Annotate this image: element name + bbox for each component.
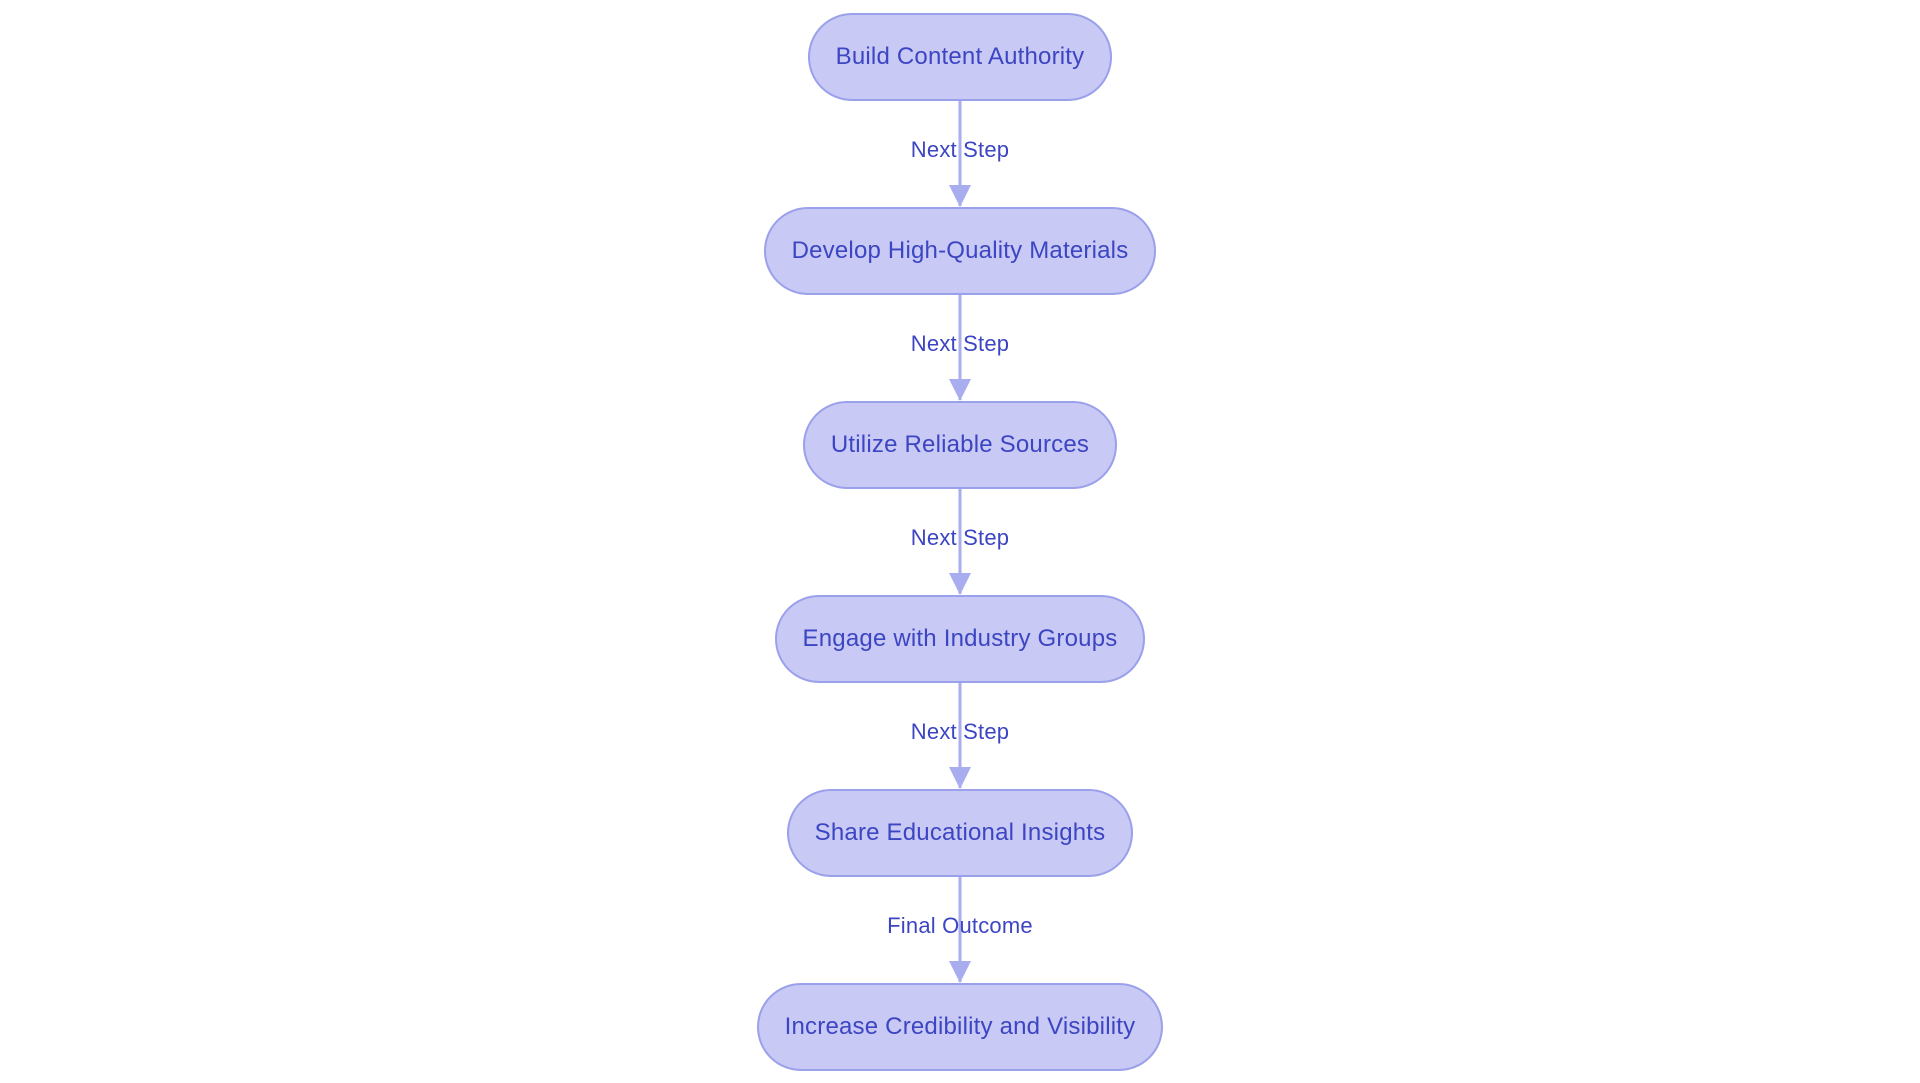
flow-node-share-educational-insights: Share Educational Insights: [786, 789, 1134, 877]
edge-label: Next Step: [910, 330, 1010, 356]
connector-line: [958, 101, 962, 206]
connector-line: [958, 683, 962, 788]
flow-node-build-content-authority: Build Content Authority: [807, 13, 1113, 101]
arrow-down-icon: [949, 573, 971, 595]
flow-node-utilize-reliable-sources: Utilize Reliable Sources: [802, 401, 1118, 489]
node-label: Build Content Authority: [835, 43, 1085, 70]
edge-label: Next Step: [910, 524, 1010, 550]
edge-label: Next Step: [910, 136, 1010, 162]
node-label: Develop High-Quality Materials: [791, 237, 1129, 264]
node-label: Utilize Reliable Sources: [830, 431, 1090, 458]
flow-node-develop-high-quality-materials: Develop High-Quality Materials: [763, 207, 1157, 295]
connector-5: Final Outcome: [800, 877, 1120, 983]
node-label: Share Educational Insights: [814, 819, 1106, 846]
connector-1: Next Step: [800, 101, 1120, 207]
flow-node-increase-credibility-and-visibility: Increase Credibility and Visibility: [756, 983, 1164, 1071]
arrow-down-icon: [949, 379, 971, 401]
connector-line: [958, 295, 962, 400]
connector-line: [958, 877, 962, 982]
edge-label: Final Outcome: [887, 912, 1033, 938]
node-label: Engage with Industry Groups: [802, 625, 1118, 652]
connector-3: Next Step: [800, 489, 1120, 595]
connector-4: Next Step: [800, 683, 1120, 789]
connector-2: Next Step: [800, 295, 1120, 401]
connector-line: [958, 489, 962, 594]
arrow-down-icon: [949, 185, 971, 207]
flow-node-engage-with-industry-groups: Engage with Industry Groups: [774, 595, 1146, 683]
edge-label: Next Step: [910, 718, 1010, 744]
node-label: Increase Credibility and Visibility: [784, 1013, 1136, 1040]
arrow-down-icon: [949, 767, 971, 789]
arrow-down-icon: [949, 961, 971, 983]
